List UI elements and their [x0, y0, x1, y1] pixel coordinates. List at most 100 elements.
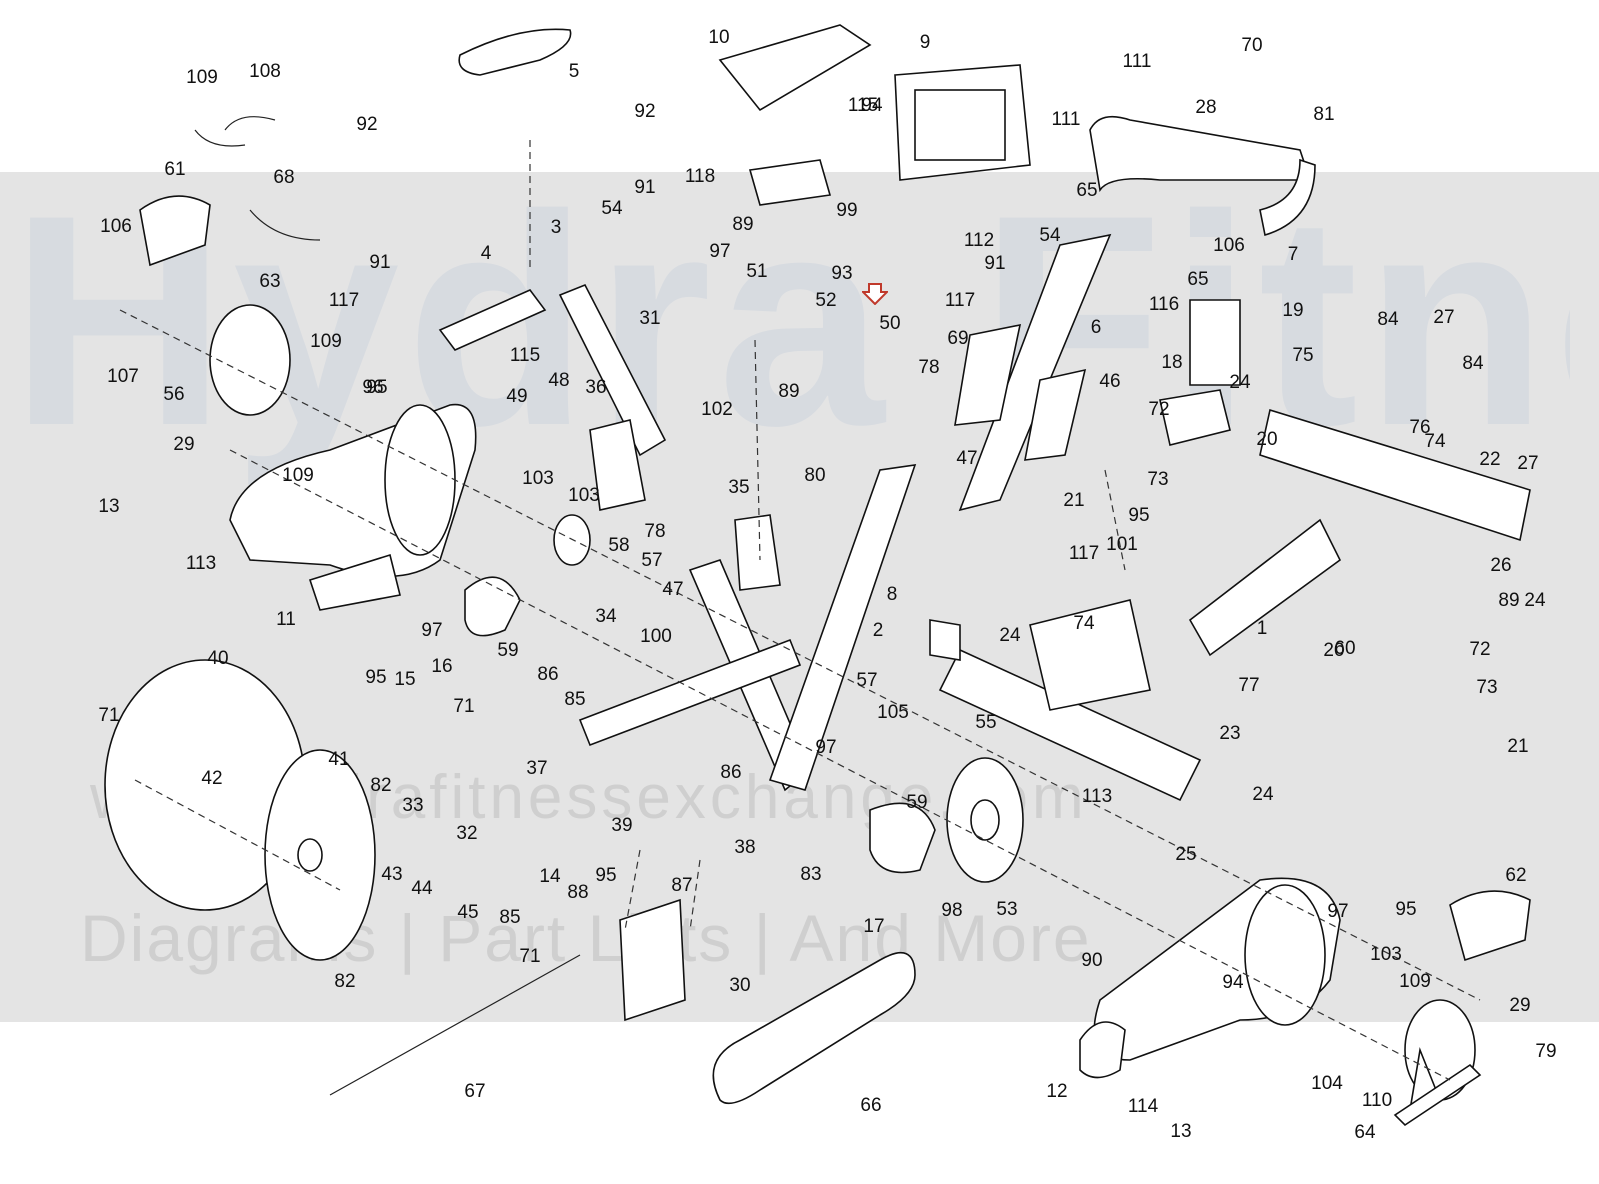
resistance-motor	[619, 898, 686, 1022]
front-cover-62	[1449, 890, 1531, 962]
part-label-115: 115	[509, 345, 541, 366]
part-label-21: 21	[1063, 490, 1085, 511]
part-label-36: 36	[585, 377, 607, 398]
part-label-85: 85	[564, 689, 586, 710]
part-label-95: 95	[365, 667, 387, 688]
part-label-5: 5	[568, 61, 580, 82]
power-cord	[329, 954, 581, 1096]
part-label-97: 97	[815, 737, 837, 758]
part-label-54: 54	[601, 198, 623, 219]
part-label-31: 31	[639, 308, 661, 329]
part-label-56: 56	[163, 384, 185, 405]
part-label-93: 93	[831, 263, 853, 284]
part-label-118: 118	[684, 166, 716, 187]
part-label-59: 59	[497, 640, 519, 661]
part-label-35: 35	[728, 477, 750, 498]
part-label-113: 113	[1081, 786, 1113, 807]
part-label-27: 27	[1517, 453, 1539, 474]
part-label-103: 103	[568, 485, 600, 506]
console-screen	[914, 89, 1006, 161]
assembly-line-2	[229, 449, 1451, 1081]
part-label-74: 74	[1424, 431, 1446, 452]
part-label-69: 69	[947, 328, 969, 349]
part-label-28: 28	[1195, 97, 1217, 118]
part-label-83: 83	[800, 864, 822, 885]
part-label-37: 37	[526, 758, 548, 779]
part-label-91: 91	[369, 252, 391, 273]
part-label-100: 100	[640, 626, 672, 647]
rear-base-plate	[1029, 599, 1151, 711]
part-label-103: 103	[522, 468, 554, 489]
part-label-70: 70	[1241, 35, 1263, 56]
part-label-63: 63	[259, 271, 281, 292]
part-label-84: 84	[1377, 309, 1399, 330]
part-label-97: 97	[421, 620, 443, 641]
part-label-92: 92	[634, 101, 656, 122]
console-bracket	[748, 159, 832, 206]
rear-stabilizer	[1259, 408, 1531, 542]
assembly-line-1	[119, 309, 1481, 1001]
part-label-47: 47	[662, 579, 684, 600]
front-cover-35	[734, 514, 781, 591]
part-label-89: 89	[1498, 590, 1520, 611]
part-label-90: 90	[1081, 950, 1103, 971]
part-label-19: 19	[1282, 300, 1304, 321]
part-label-111: 111	[1122, 51, 1152, 72]
part-label-16: 16	[431, 656, 453, 677]
part-label-13: 13	[1170, 1121, 1192, 1142]
part-label-86: 86	[537, 664, 559, 685]
part-label-115: 115	[847, 95, 879, 116]
part-label-75: 75	[1292, 345, 1314, 366]
part-label-85: 85	[499, 907, 521, 928]
part-label-41: 41	[328, 749, 350, 770]
part-label-14: 14	[539, 866, 561, 887]
part-label-117: 117	[328, 290, 360, 311]
part-label-104: 104	[1311, 1073, 1343, 1094]
lower-frame-tube	[578, 638, 802, 747]
part-label-72: 72	[1148, 399, 1170, 420]
part-label-45: 45	[457, 902, 479, 923]
part-label-24: 24	[1524, 590, 1546, 611]
part-label-44: 44	[411, 878, 433, 899]
part-label-66: 66	[860, 1095, 882, 1116]
pulley-hub	[970, 799, 1000, 841]
front-frame-rail	[1188, 518, 1342, 657]
part-label-29: 29	[173, 434, 195, 455]
assembly-line-8	[1104, 469, 1126, 571]
part-label-110: 110	[1361, 1090, 1393, 1111]
part-label-108: 108	[249, 61, 281, 82]
part-label-39: 39	[611, 815, 633, 836]
right-shroud-opening	[1244, 884, 1326, 1026]
part-label-7: 7	[1287, 244, 1299, 265]
part-label-22: 22	[1479, 449, 1501, 470]
part-label-101: 101	[1106, 534, 1138, 555]
part-label-29: 29	[1509, 995, 1531, 1016]
part-label-50: 50	[879, 313, 901, 334]
part-label-117: 117	[944, 290, 976, 311]
assembly-line-3	[134, 779, 341, 891]
part-label-77: 77	[1238, 675, 1260, 696]
part-label-65: 65	[1187, 269, 1209, 290]
part-label-49: 49	[506, 386, 528, 407]
part-label-94: 94	[861, 95, 883, 116]
part-label-46: 46	[1099, 371, 1121, 392]
part-label-62: 62	[1505, 865, 1527, 886]
part-label-6: 6	[1090, 317, 1102, 338]
part-label-109: 109	[310, 331, 342, 352]
part-label-21: 21	[1507, 736, 1529, 757]
part-label-24: 24	[1252, 784, 1274, 805]
highlight-arrow-icon	[862, 283, 888, 305]
spring-19	[1189, 299, 1241, 386]
part-label-4: 4	[480, 243, 492, 264]
part-label-23: 23	[1219, 723, 1241, 744]
part-label-109: 109	[282, 465, 314, 486]
part-label-117: 117	[1068, 543, 1100, 564]
part-label-107: 107	[107, 366, 139, 387]
drive-belt	[712, 951, 916, 1105]
part-label-116: 116	[1148, 294, 1180, 315]
part-label-27: 27	[1433, 307, 1455, 328]
shroud-cap-11	[308, 553, 401, 611]
cord-107	[224, 116, 276, 131]
part-label-87: 87	[671, 875, 693, 896]
part-label-8: 8	[886, 584, 898, 605]
